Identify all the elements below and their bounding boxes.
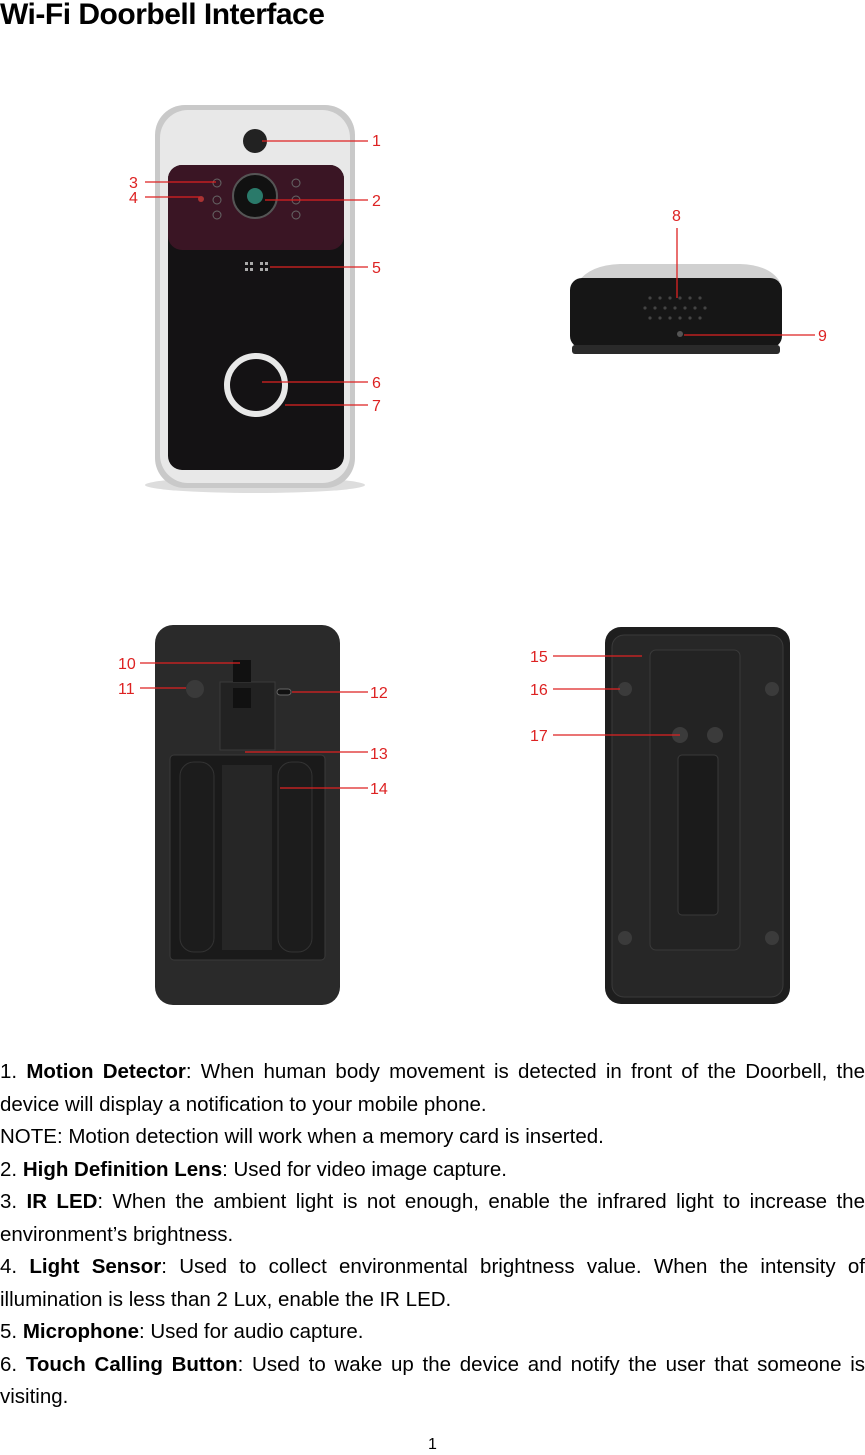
doorbell-diagrams: 1 2 3 4 5 6 7 8 9 10 11 12 13 14 15 16 1… bbox=[118, 105, 827, 1005]
page-number: 1 bbox=[428, 1436, 437, 1453]
callout-4: 4 bbox=[129, 190, 138, 207]
bottom-view-image bbox=[570, 228, 815, 354]
callout-6: 6 bbox=[372, 375, 381, 392]
callout-2: 2 bbox=[372, 193, 381, 210]
page-title: Wi-Fi Doorbell Interface bbox=[0, 0, 325, 31]
callout-labels: 1 2 3 4 5 6 7 8 9 10 11 12 13 14 15 16 1… bbox=[118, 133, 827, 798]
feature-item: 2. High Definition Lens: Used for video … bbox=[0, 1157, 507, 1181]
callout-13: 13 bbox=[370, 746, 388, 763]
feature-term: IR LED bbox=[26, 1190, 98, 1213]
callout-17: 17 bbox=[530, 728, 548, 745]
callout-9: 9 bbox=[818, 328, 827, 345]
feature-term: Touch Calling Button bbox=[25, 1352, 238, 1376]
callout-3: 3 bbox=[129, 175, 138, 192]
feature-item: 5. Microphone: Used for audio capture. bbox=[0, 1320, 364, 1343]
mount-plate-image bbox=[553, 627, 790, 1004]
front-view-image bbox=[145, 105, 368, 493]
callout-15: 15 bbox=[530, 649, 548, 666]
feature-item: 3. IR LED: When the ambient light is not… bbox=[0, 1190, 865, 1246]
feature-term: High Definition Lens bbox=[22, 1157, 223, 1181]
feature-term: Motion Detector bbox=[26, 1060, 186, 1083]
callout-14: 14 bbox=[370, 781, 388, 798]
feature-item: 1. Motion Detector: When human body move… bbox=[0, 1060, 865, 1116]
callout-12: 12 bbox=[370, 685, 388, 702]
callout-10: 10 bbox=[118, 656, 136, 673]
callout-16: 16 bbox=[530, 682, 548, 699]
back-view-image bbox=[140, 625, 368, 1005]
feature-item: 4. Light Sensor: Used to collect environ… bbox=[0, 1255, 865, 1311]
callout-5: 5 bbox=[372, 260, 381, 277]
callout-11: 11 bbox=[118, 681, 135, 698]
callout-8: 8 bbox=[672, 208, 681, 225]
feature-term: Microphone bbox=[22, 1320, 139, 1343]
feature-item: 6. Touch Calling Button: Used to wake up… bbox=[0, 1352, 865, 1409]
feature-term: Light Sensor bbox=[29, 1255, 162, 1278]
feature-list: 1. Motion Detector: When human body move… bbox=[0, 1056, 865, 1414]
callout-7: 7 bbox=[372, 398, 381, 415]
note: NOTE: Motion detection will work when a … bbox=[0, 1125, 604, 1148]
callout-1: 1 bbox=[372, 133, 381, 150]
